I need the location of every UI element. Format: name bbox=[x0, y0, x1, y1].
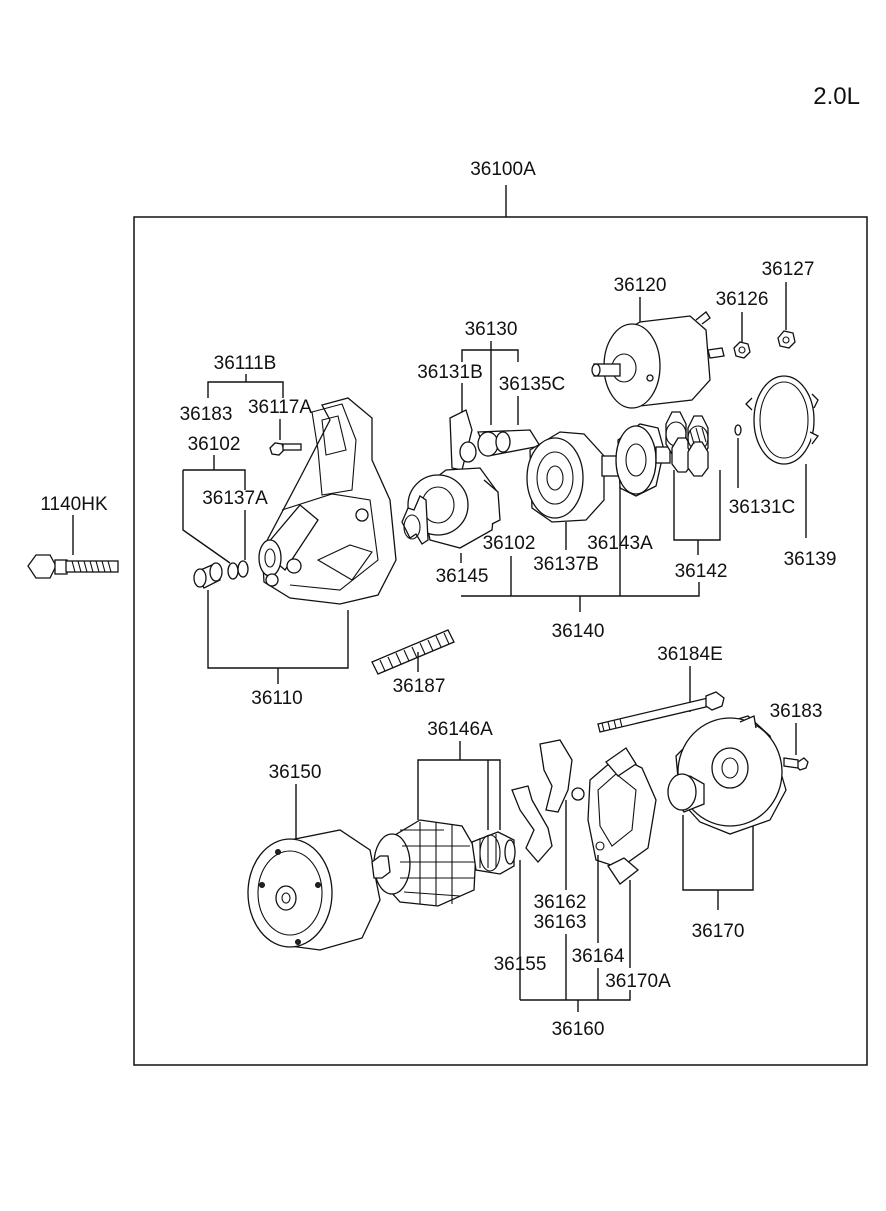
callout-36102-mid: 36102 bbox=[483, 533, 536, 554]
assembly-frame bbox=[133, 216, 868, 1066]
part-screw-36183 bbox=[783, 757, 809, 771]
part-bolt-1140hk bbox=[27, 515, 119, 579]
callout-36163: 36163 bbox=[534, 912, 587, 933]
callout-36137b: 36137B bbox=[533, 554, 599, 575]
callout-36183-upper: 36183 bbox=[180, 404, 233, 425]
engine-label: 2.0L bbox=[813, 83, 860, 110]
callout-36110: 36110 bbox=[251, 688, 302, 709]
part-brush-holder-36160 bbox=[511, 739, 657, 885]
callout-1140hk: 1140HK bbox=[40, 494, 108, 515]
callout-36131c: 36131C bbox=[729, 497, 796, 518]
callout-36170: 36170 bbox=[692, 921, 745, 942]
callout-36164: 36164 bbox=[572, 946, 625, 967]
part-rear-cover-36170 bbox=[667, 715, 787, 835]
callout-36120: 36120 bbox=[614, 275, 667, 296]
callout-36117a: 36117A bbox=[248, 397, 312, 418]
part-lever-36130 bbox=[449, 409, 542, 471]
callout-36137a: 36137A bbox=[202, 488, 268, 509]
part-washer-36137a bbox=[237, 560, 249, 578]
callout-36131b: 36131B bbox=[417, 362, 483, 383]
part-armature-36146a bbox=[371, 819, 516, 907]
part-screw-36117a bbox=[269, 442, 302, 456]
part-seal-36139 bbox=[745, 375, 819, 465]
part-pinion-clutch-36145 bbox=[401, 467, 501, 549]
callout-36146a: 36146A bbox=[427, 719, 493, 740]
callout-36184e: 36184E bbox=[657, 644, 723, 665]
part-front-housing bbox=[258, 397, 397, 605]
part-solenoid-36120 bbox=[591, 311, 725, 409]
callout-36183-lower: 36183 bbox=[770, 701, 823, 722]
callout-36145: 36145 bbox=[436, 566, 489, 587]
part-planet-gears-36142 bbox=[665, 411, 709, 477]
callout-36102-left: 36102 bbox=[188, 434, 241, 455]
part-through-bolt-36184e bbox=[597, 691, 725, 733]
part-spring-36187 bbox=[371, 629, 455, 675]
callout-36127: 36127 bbox=[762, 259, 815, 280]
callout-36150: 36150 bbox=[269, 762, 322, 783]
part-planet-shaft-36143a bbox=[601, 423, 671, 497]
callout-36160: 36160 bbox=[552, 1019, 605, 1040]
callout-36139: 36139 bbox=[784, 549, 837, 570]
part-bushing bbox=[193, 562, 223, 589]
callout-36135c: 36135C bbox=[499, 374, 566, 395]
assembly-label: 36100A bbox=[470, 159, 536, 180]
callout-36187: 36187 bbox=[393, 676, 446, 697]
part-nut-36126 bbox=[733, 341, 751, 359]
callout-36155: 36155 bbox=[494, 954, 547, 975]
callout-36170a: 36170A bbox=[605, 971, 671, 992]
callout-36143a: 36143A bbox=[587, 533, 653, 554]
part-nut-36127 bbox=[777, 330, 796, 349]
part-oring-36131c bbox=[734, 424, 742, 436]
part-washer-36102 bbox=[227, 562, 239, 580]
callout-36162: 36162 bbox=[534, 892, 587, 913]
callout-36111b: 36111B bbox=[214, 353, 277, 374]
callout-36130: 36130 bbox=[465, 319, 518, 340]
callout-36140: 36140 bbox=[552, 621, 605, 642]
callout-36142: 36142 bbox=[675, 561, 728, 582]
part-yoke-36150 bbox=[247, 829, 381, 951]
callout-36126: 36126 bbox=[716, 289, 769, 310]
part-gear-housing-36137b bbox=[526, 431, 605, 523]
